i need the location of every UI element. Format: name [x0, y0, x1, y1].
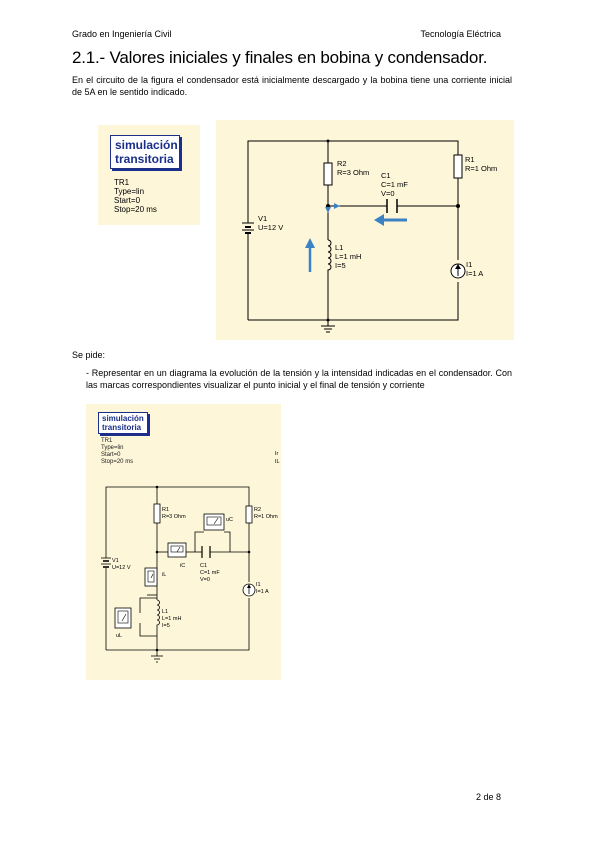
l1-name: L1: [335, 243, 343, 252]
sim-small-title-line1: simulación: [102, 414, 144, 423]
circuit2-voltage-source: [101, 557, 111, 568]
v1-name: V1: [258, 214, 267, 223]
c2-r2-name: R2: [254, 507, 261, 513]
l1-current: I=5: [335, 261, 346, 270]
circuit2-inductor-coil: [156, 599, 160, 630]
c2-v1-name: V1: [112, 558, 119, 564]
c2-ul-label: uL: [116, 633, 122, 639]
circuit1-r2-resistor: [323, 162, 333, 186]
header-subject: Tecnología Eléctrica: [420, 29, 501, 39]
junction-dot: [247, 550, 251, 554]
circuit-panel-1: [216, 120, 514, 340]
c2-v1-value: U=12 V: [112, 565, 131, 571]
sim-start: Start=0: [114, 196, 141, 205]
circuit1-r1-resistor: [453, 154, 463, 179]
c2-ic-label: iC: [180, 563, 185, 569]
circuit1-inductor-coil: [327, 239, 332, 275]
c2-l1-current: I=5: [162, 623, 170, 629]
junction-dot: [326, 139, 330, 143]
simulation-box: simulación transitoria: [110, 135, 180, 169]
intro-paragraph: En el circuito de la figura el condensad…: [72, 75, 512, 97]
current-source-arrowhead: [455, 264, 461, 269]
c2-c1-value: C=1 mF: [200, 570, 220, 576]
current-source-arrowhead-2: [247, 584, 251, 588]
simulation-properties-small: TR1 Type=lin Start=0 Stop=20 ms: [101, 438, 133, 466]
r2-value: R=3 Ohm: [337, 168, 369, 177]
sim-title-line1: simulación: [115, 138, 178, 152]
c2-il-label: iL: [162, 572, 166, 578]
c2-i1-name: I1: [256, 582, 261, 588]
sim-small-title-line2: transitoria: [102, 423, 142, 432]
c1-name: C1: [381, 171, 391, 180]
r1-name: R1: [465, 155, 475, 164]
c1-value: C=1 mF: [381, 180, 408, 189]
ammeter-il-icon: [144, 567, 158, 587]
circuit2-r2-resistor: [245, 505, 253, 524]
circuit2-capacitor: [201, 546, 211, 558]
v1-value: U=12 V: [258, 223, 283, 232]
section-title: 2.1.- Valores iniciales y finales en bob…: [72, 48, 488, 67]
c2-cut-text-2: IL: [275, 459, 280, 465]
sim-title-line2: transitoria: [115, 152, 174, 166]
circuit2-r1-resistor: [153, 503, 161, 524]
page-number: 2 de 8: [475, 792, 501, 802]
ammeter-ic-icon: [167, 542, 187, 558]
c1-voltage: V=0: [381, 189, 395, 198]
i1-name: I1: [466, 260, 472, 269]
voltmeter-uc-icon: [203, 513, 225, 531]
capacitor-current-arrow: [374, 214, 407, 226]
header-course: Grado en Ingeniería Civil: [72, 29, 172, 39]
junction-dot: [155, 550, 159, 554]
junction-dot: [155, 485, 159, 489]
c2-l1-name: L1: [162, 609, 168, 615]
sim-stop: Stop=20 ms: [114, 205, 157, 214]
circuit-panel-2: [86, 404, 281, 680]
circuit1-wires: [247, 140, 459, 326]
sim-small-name: TR1: [101, 438, 113, 444]
i1-value: I=1 A: [466, 269, 483, 278]
c2-uc-label: uC: [226, 517, 233, 523]
circuit2-ground-icon: [151, 655, 163, 663]
l1-value: L=1 mH: [335, 252, 361, 261]
sim-small-start: Start=0: [101, 452, 121, 458]
c2-r1-value: R=3 Ohm: [162, 514, 186, 520]
simulation-box-small: simulación transitoria: [98, 412, 148, 434]
c2-c1-name: C1: [200, 563, 207, 569]
question-heading: Se pide:: [72, 350, 106, 360]
circuit1-capacitor: [386, 199, 398, 213]
junction-dot: [456, 204, 460, 208]
c2-r1-name: R1: [162, 507, 169, 513]
voltmeter-ul-icon: [114, 607, 132, 629]
sim-small-stop: Stop=20 ms: [101, 459, 134, 465]
question-item: - Representar en un diagrama la evolució…: [86, 368, 512, 390]
c2-i1-value: I=1 A: [256, 589, 269, 595]
circuit2-wires: [105, 486, 250, 656]
c2-l1-value: L=1 mH: [162, 616, 181, 622]
c2-cut-text-1: Ir: [275, 451, 279, 457]
simulation-properties: TR1 Type=lin Start=0 Stop=20 ms: [114, 178, 157, 214]
c2-r2-value: R=1 Ohm: [254, 514, 278, 520]
node-arrow-down: [325, 207, 331, 213]
sim-name: TR1: [114, 178, 130, 187]
r2-name: R2: [337, 159, 347, 168]
circuit1-ground-icon: [321, 325, 335, 333]
junction-dot: [326, 318, 330, 322]
c2-c1-voltage: V=0: [200, 577, 210, 583]
junction-dot: [155, 648, 159, 652]
sim-small-type: Type=lin: [101, 445, 124, 451]
inductor-current-arrow: [305, 238, 315, 272]
r1-value: R=1 Ohm: [465, 164, 497, 173]
node-arrow-right: [334, 203, 340, 209]
sim-type: Type=lin: [114, 187, 145, 196]
circuit1-voltage-source: [242, 222, 254, 234]
